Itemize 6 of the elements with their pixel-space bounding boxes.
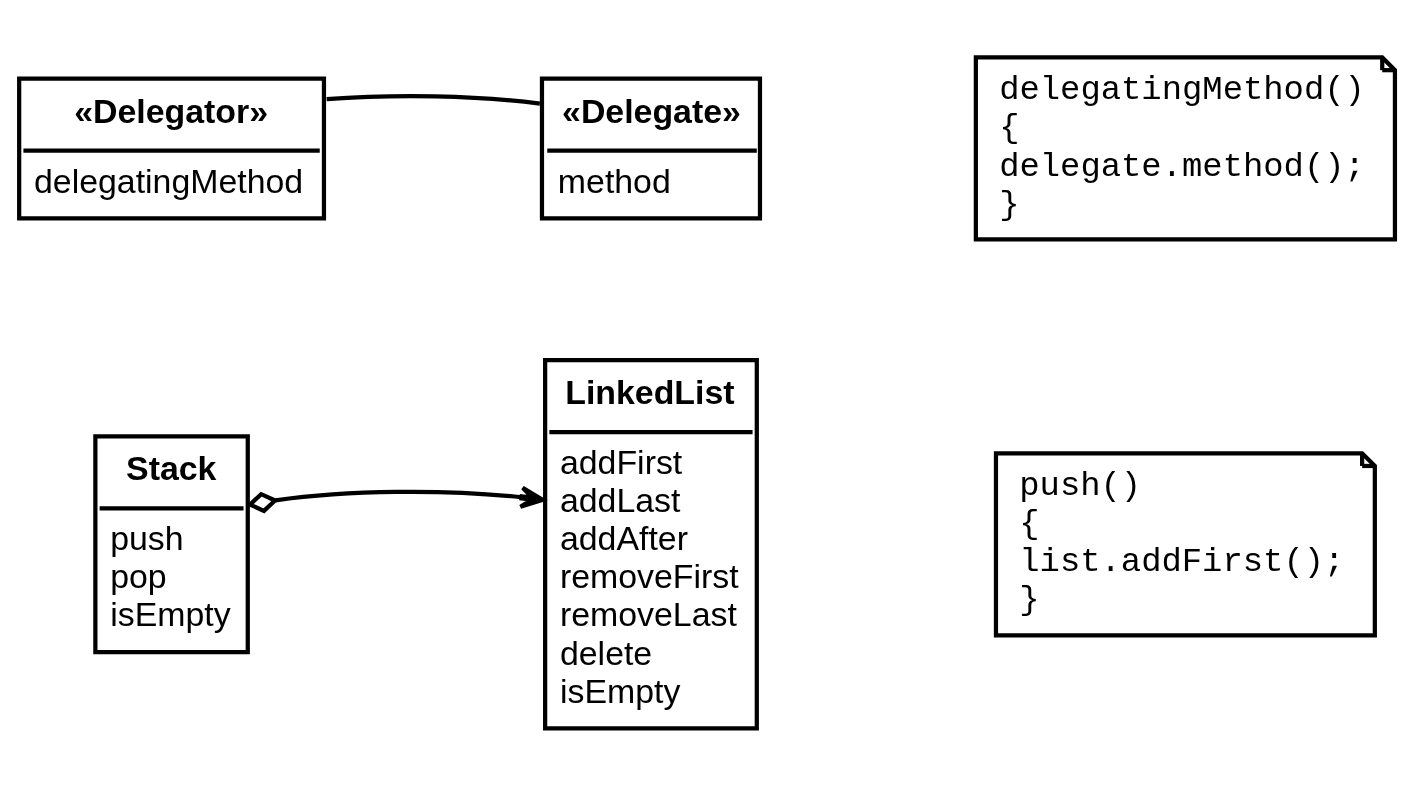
node-box: Stack push pop isEmpty: [93, 433, 250, 654]
connector: [326, 93, 541, 106]
node-box: LinkedList addFirst addLast addAfter removeFirst removeLast delete isEmpty: [543, 357, 759, 731]
arrow: [246, 485, 545, 513]
node-box: «Delegate» method: [539, 76, 763, 220]
node-box: «Delegator» delegatingMethod: [17, 76, 327, 220]
